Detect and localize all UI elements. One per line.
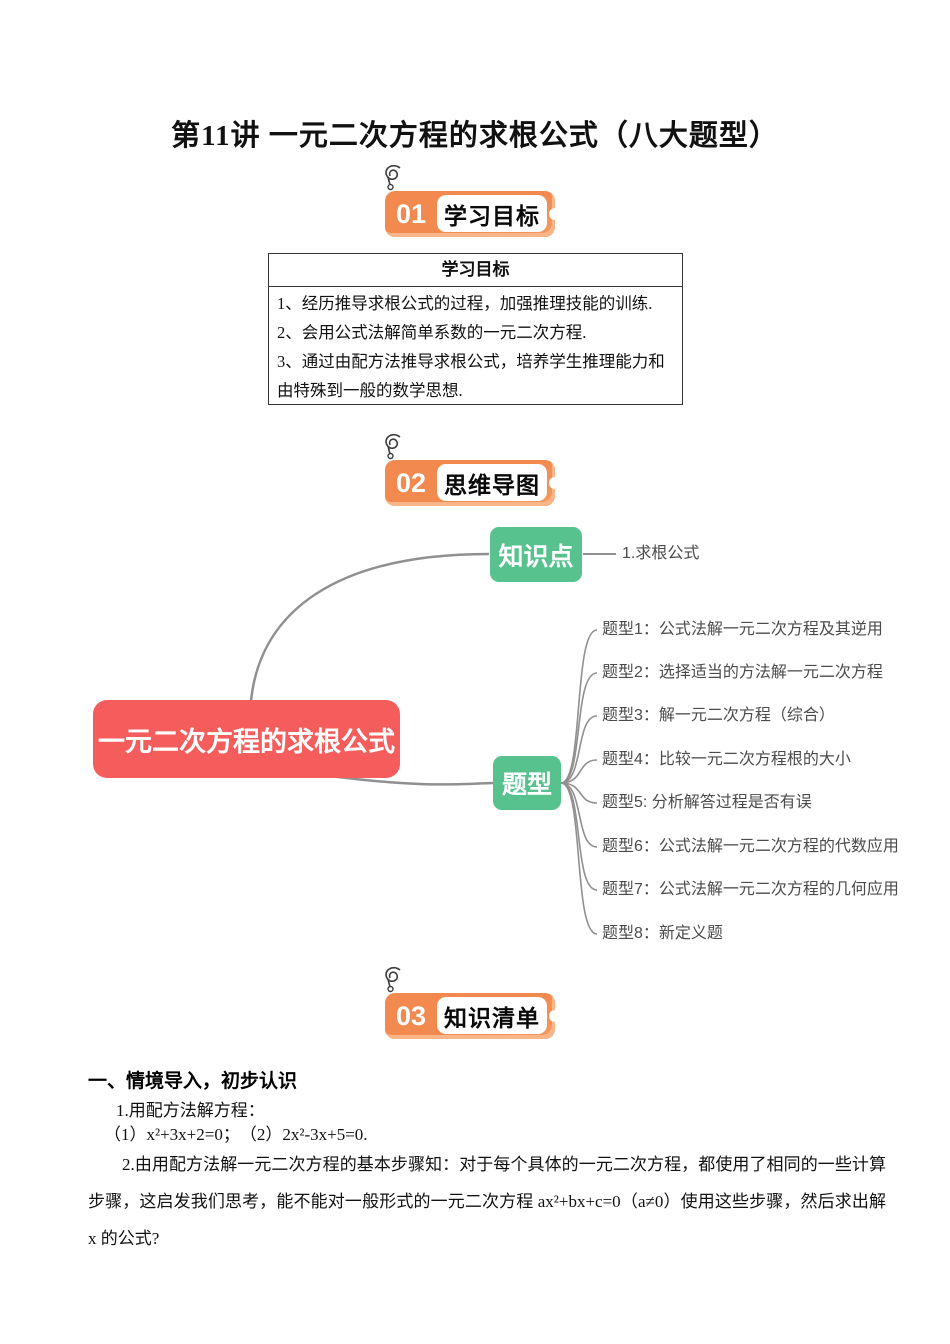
section-badge-01: 01 学习目标 <box>385 164 556 237</box>
badge-background: 03 知识清单 <box>385 993 556 1039</box>
badge-label: 学习目标 <box>437 195 547 232</box>
mindmap-branch-qtype: 题型 <box>493 756 561 810</box>
knowledge-line-1: 1.用配方法解方程： <box>116 1101 265 1120</box>
pin-icon <box>385 966 401 993</box>
mindmap-item: 题型2：选择适当的方法解一元二次方程 <box>602 664 883 681</box>
page-title: 第11讲 一元二次方程的求根公式（八大题型） <box>171 120 779 152</box>
knowledge-equations: （1）x²+3x+2=0； （2）2x²-3x+5=0. <box>104 1125 368 1144</box>
badge-notch <box>549 208 556 220</box>
mindmap-item: 题型3：解一元二次方程（综合） <box>602 707 835 724</box>
pin-icon <box>385 433 401 460</box>
mindmap-item: 题型8：新定义题 <box>602 925 723 942</box>
badge-number: 02 <box>396 467 427 498</box>
badge-background: 02 思维导图 <box>385 460 556 506</box>
mindmap-item: 题型7：公式法解一元二次方程的几何应用 <box>602 881 899 898</box>
mindmap-item: 题型6：公式法解一元二次方程的代数应用 <box>602 838 899 855</box>
badge-label: 知识清单 <box>437 997 547 1034</box>
section-badge-02: 02 思维导图 <box>385 433 556 506</box>
badge-notch <box>549 1010 556 1022</box>
knowledge-paragraph: 2.由用配方法解一元二次方程的基本步骤知：对于每个具体的一元二次方程，都使用了相… <box>88 1155 886 1248</box>
mindmap-root-node: 一元二次方程的求根公式 <box>93 700 400 778</box>
section-badge-03: 03 知识清单 <box>385 966 556 1039</box>
objective-item: 1、经历推导求根公式的过程，加强推理技能的训练. <box>277 294 653 313</box>
objective-item: 3、通过由配方法推导求根公式，培养学生推理能力和由特殊到一般的数学思想. <box>277 352 665 400</box>
pin-icon <box>385 164 401 191</box>
mindmap-knowledge-child: 1.求根公式 <box>622 545 700 562</box>
badge-label: 思维导图 <box>437 464 547 501</box>
badge-number: 03 <box>396 1000 427 1031</box>
mindmap-item: 题型4：比较一元二次方程根的大小 <box>602 751 851 768</box>
badge-number: 01 <box>396 198 427 229</box>
mindmap-branch-knowledge: 知识点 <box>490 527 582 582</box>
mindmap-item: 题型1：公式法解一元二次方程及其逆用 <box>602 621 883 638</box>
badge-notch <box>549 477 556 489</box>
knowledge-section-heading: 一、情境导入，初步认识 <box>88 1071 298 1092</box>
objectives-box-header: 学习目标 <box>269 254 682 287</box>
badge-background: 01 学习目标 <box>385 191 556 237</box>
learning-objectives-box: 学习目标 1、经历推导求根公式的过程，加强推理技能的训练. 2、会用公式法解简单… <box>268 253 683 405</box>
objective-item: 2、会用公式法解简单系数的一元二次方程. <box>277 323 587 342</box>
mindmap-item: 题型5: 分析解答过程是否有误 <box>602 794 812 811</box>
